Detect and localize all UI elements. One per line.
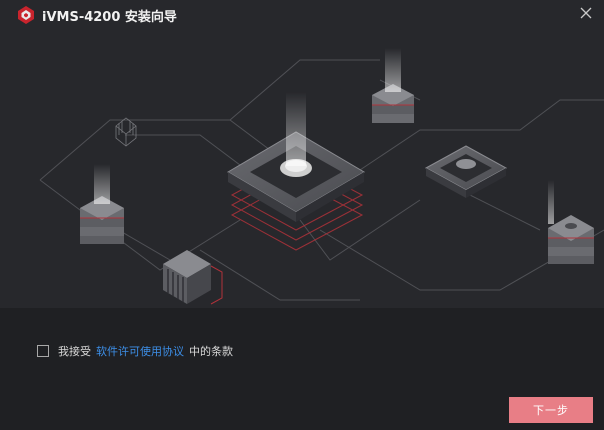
hikvision-logo-icon [16, 5, 36, 25]
central-platform [227, 92, 365, 222]
network-illustration [39, 48, 604, 305]
title-bar: iVMS-4200 安装向导 [0, 0, 604, 30]
license-prefix: 我接受 [58, 345, 91, 358]
license-suffix: 中的条款 [189, 345, 233, 358]
window-title: iVMS-4200 安装向导 [42, 10, 177, 25]
accept-license-checkbox[interactable] [37, 345, 49, 357]
next-button[interactable]: 下一步 [509, 397, 593, 423]
storage-cube [163, 250, 223, 305]
server-stack-top [372, 48, 414, 123]
license-link[interactable]: 软件许可使用协议 [96, 345, 184, 358]
camera-device [424, 145, 508, 198]
server-stack-left [80, 164, 124, 244]
close-icon[interactable] [576, 3, 596, 23]
footer-panel [0, 308, 604, 430]
license-agreement: 我接受 软件许可使用协议 中的条款 [37, 343, 233, 359]
hero-illustration [39, 48, 604, 305]
server-stack-right [548, 180, 594, 264]
